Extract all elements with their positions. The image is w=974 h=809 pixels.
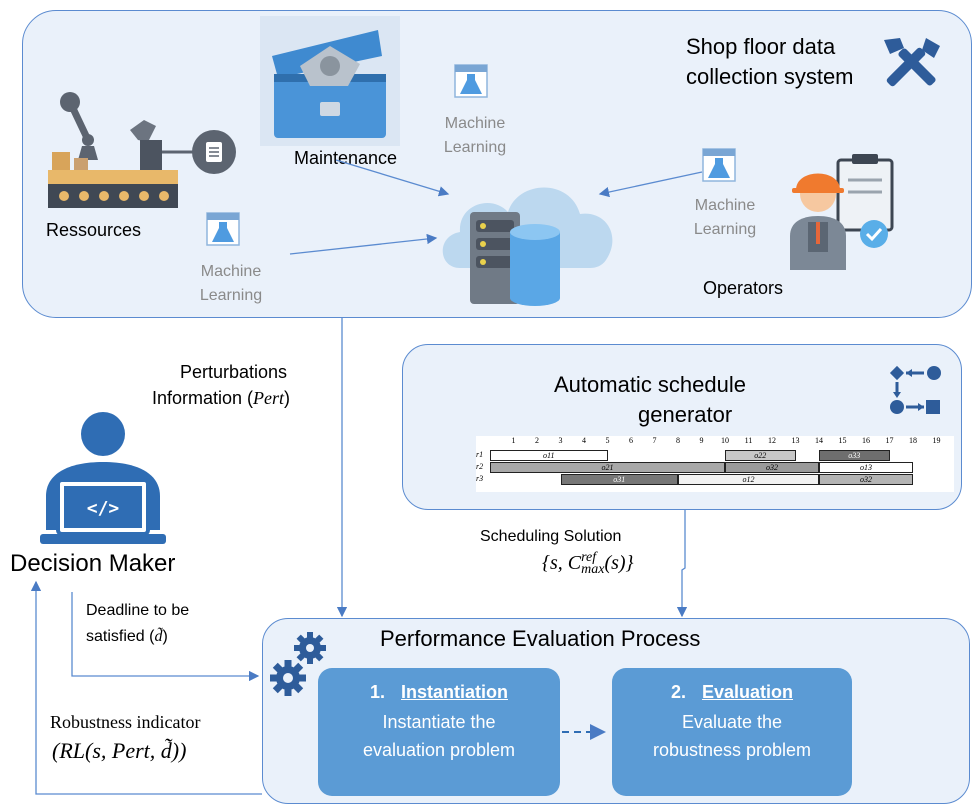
gantt-row-label: r2 xyxy=(476,462,484,471)
gantt-task: o11 xyxy=(490,450,608,461)
workflow-icon xyxy=(889,365,941,414)
gantt-task: o13 xyxy=(819,462,913,473)
formula-sup: ref xyxy=(581,550,597,566)
pert-variable: Pert xyxy=(253,388,285,408)
shop-floor-title-line1: Shop floor data xyxy=(686,34,836,59)
shop-floor-title-line2: collection system xyxy=(686,64,854,89)
gantt-tick-label: 5 xyxy=(605,436,610,445)
gantt-tick-label: 1 xyxy=(511,436,516,445)
gantt-tick-label: 12 xyxy=(768,436,776,445)
decision-maker-label: Decision Maker xyxy=(10,550,176,577)
maintenance-label: Maintenance xyxy=(294,148,398,168)
robot-arm-icon xyxy=(48,92,236,208)
formula-sub: max xyxy=(581,562,605,578)
gantt-task: o33 xyxy=(819,450,890,461)
machine-learning-icon xyxy=(702,148,736,182)
gantt-tick-label: 13 xyxy=(791,436,800,445)
evaluation-step-box[interactable]: 2. Evaluation Evaluate the robustness pro… xyxy=(612,668,852,796)
gantt-tick-label: 16 xyxy=(862,436,870,445)
gantt-tick-label: 10 xyxy=(721,436,729,445)
ml-line1: Machine xyxy=(444,115,506,132)
gantt-row-label: r1 xyxy=(476,450,484,459)
scheduler-title-line1: Automatic schedule xyxy=(554,372,746,397)
machine-learning-label-operators: Machine Learning xyxy=(680,194,770,242)
deadline-line1: Deadline to be xyxy=(86,602,190,619)
formula-head: {s, C xyxy=(542,552,582,574)
ml-line1: Machine xyxy=(694,197,756,214)
gantt-task: o31 xyxy=(560,474,678,485)
gantt-tick-label: 9 xyxy=(699,436,704,445)
gantt-tick-label: 2 xyxy=(535,436,539,445)
perturbations-line2: Information (Pert) xyxy=(152,388,290,409)
gantt-task: o22 xyxy=(725,450,796,461)
machine-learning-label-maintenance: Machine Learning xyxy=(430,112,520,160)
ml-line2: Learning xyxy=(693,221,757,238)
perturbations-close: ) xyxy=(284,388,291,408)
gantt-tick-label: 17 xyxy=(885,436,894,445)
ml-line2: Learning xyxy=(199,287,263,304)
gantt-tick-label: 7 xyxy=(652,436,657,445)
formula-tail: (s)} xyxy=(604,552,634,574)
machine-learning-icon xyxy=(454,64,488,98)
deadline-text: satisfied ( xyxy=(86,628,155,645)
deadline-line2: satisfied (d̃) xyxy=(86,628,168,646)
gantt-tick-label: 19 xyxy=(932,436,941,445)
step2-number: 2. xyxy=(670,682,686,702)
toolbox-icon xyxy=(260,16,400,146)
instantiation-step-box[interactable]: 1. Instantiation Instantiate the evaluati… xyxy=(318,668,560,796)
step2-title: Evaluation xyxy=(701,682,794,702)
gears-icon xyxy=(270,632,326,696)
gantt-task: o12 xyxy=(678,474,819,485)
robustness-line1: Robustness indicator xyxy=(50,712,201,732)
deadline-close: ) xyxy=(162,628,168,645)
gantt-tick-label: 4 xyxy=(582,436,586,445)
machine-learning-label-resources: Machine Learning xyxy=(186,260,276,308)
ml-line2: Learning xyxy=(443,139,507,156)
gantt-task: o32 xyxy=(819,474,913,485)
operators-label: Operators xyxy=(703,278,784,298)
perturbations-text: Information ( xyxy=(152,388,254,408)
gantt-task: o32 xyxy=(725,462,819,473)
performance-title: Performance Evaluation Process xyxy=(380,626,701,651)
gantt-task: o21 xyxy=(490,462,725,473)
scheduler-title-line2: generator xyxy=(638,402,733,427)
robustness-formula: (RL(s, Pert, d̃)) xyxy=(52,738,187,763)
gantt-tick-label: 15 xyxy=(838,436,847,445)
step1-number: 1. xyxy=(369,682,385,702)
gantt-tick-label: 11 xyxy=(744,436,753,445)
operator-icon xyxy=(790,154,894,270)
scheduling-solution-line1: Scheduling Solution xyxy=(480,528,622,545)
ressources-label: Ressources xyxy=(46,220,142,240)
machine-learning-icon xyxy=(206,212,240,246)
svg-text:</>: </> xyxy=(87,498,120,519)
step1-line1: Instantiate the xyxy=(382,712,496,732)
gantt-row-label: r3 xyxy=(476,474,484,483)
gantt-tick-label: 18 xyxy=(909,436,917,445)
step1-title: Instantiation xyxy=(401,682,508,702)
cloud-server-icon xyxy=(442,187,613,306)
perturbations-line1: Perturbations xyxy=(180,362,288,382)
gantt-tick-label: 8 xyxy=(676,436,680,445)
step1-line2: evaluation problem xyxy=(362,740,516,760)
step2-line2: robustness problem xyxy=(652,740,812,760)
tools-icon xyxy=(884,38,940,87)
ml-line1: Machine xyxy=(200,263,262,280)
gantt-tick-label: 6 xyxy=(629,436,633,445)
gantt-tick-label: 3 xyxy=(558,436,563,445)
step2-line1: Evaluate the xyxy=(681,712,783,732)
gantt-tick-label: 14 xyxy=(815,436,823,445)
deadline-variable: d̃ xyxy=(154,628,163,645)
decision-maker-icon: </> xyxy=(40,412,166,544)
